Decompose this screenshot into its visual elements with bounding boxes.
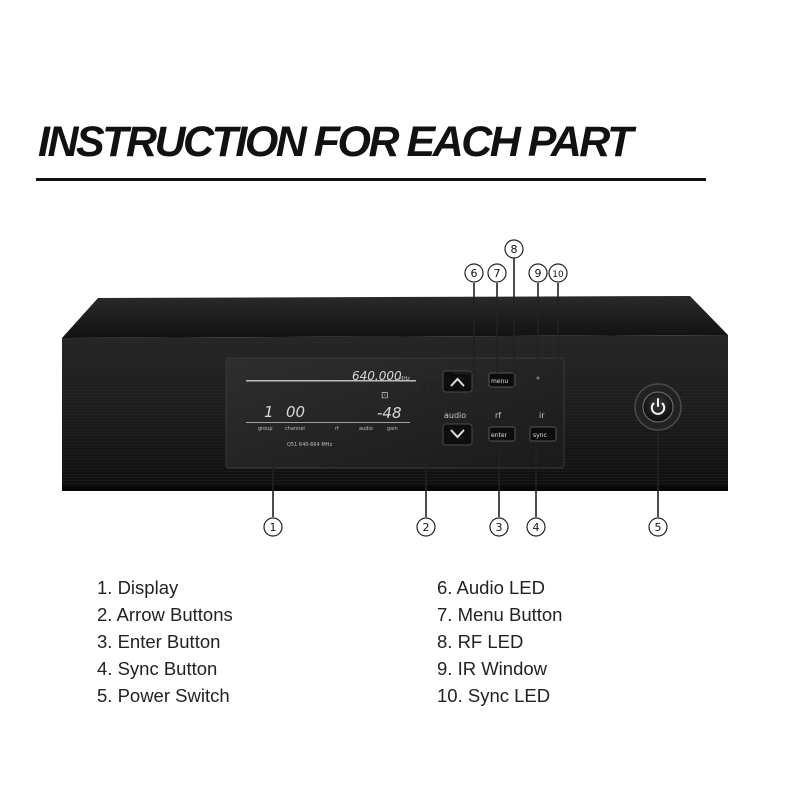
display-label-gain: gain [387, 426, 398, 432]
svg-text:3: 3 [496, 521, 503, 534]
down-arrow-button [442, 423, 473, 446]
sync-button-label: sync [533, 432, 547, 439]
enter-button-label: enter [491, 432, 508, 439]
svg-text:9: 9 [535, 267, 542, 280]
svg-text:10: 10 [552, 270, 564, 280]
callout-3: 3 [489, 517, 509, 537]
legend-item: 4. Sync Button [97, 658, 218, 679]
enter-button [488, 426, 516, 442]
audio-label: audio [444, 411, 466, 420]
callout-2: 2 [416, 517, 436, 537]
ir-label: ir [539, 411, 545, 420]
svg-text:8: 8 [511, 243, 518, 256]
display-frequency-unit: MHz [399, 376, 410, 382]
chevron-down-icon [450, 429, 465, 439]
callout-8: 8 [504, 239, 524, 259]
svg-text:4: 4 [533, 521, 540, 534]
callout-6: 6 [464, 263, 484, 283]
display-frequency: 640.000 [352, 369, 402, 383]
display-band: Q51 640-664 MHz [287, 442, 332, 448]
svg-text:6: 6 [471, 267, 478, 280]
sync-button [529, 426, 557, 442]
legend-item: 8. RF LED [437, 631, 524, 652]
callout-4: 4 [526, 517, 546, 537]
legend-item: 1. Display [97, 577, 179, 598]
chassis-top [62, 296, 728, 338]
svg-text:2: 2 [423, 521, 430, 534]
svg-text:7: 7 [494, 267, 501, 280]
up-arrow-button [442, 370, 473, 393]
lock-icon: ⊡ [381, 391, 389, 401]
rf-label: rf [495, 411, 501, 420]
callout-1: 1 [263, 517, 283, 537]
legend-item: 10. Sync LED [437, 685, 551, 706]
display-label-audio: audio [359, 426, 373, 432]
display-label-channel: channel [285, 426, 305, 432]
legend-item: 2. Arrow Buttons [97, 604, 233, 625]
display-window [225, 357, 565, 469]
chevron-up-icon [450, 377, 465, 387]
display-label-rf: rf [335, 426, 339, 432]
display-channel: 00 [286, 403, 305, 421]
menu-button-label: menu [491, 378, 508, 385]
legend-item: 7. Menu Button [437, 604, 563, 625]
power-icon [650, 402, 666, 415]
display-label-group: group [258, 426, 273, 432]
callout-10: 10 [548, 263, 568, 283]
legend-right: 6. Audio LED 7. Menu Button 8. RF LED 9.… [437, 574, 562, 709]
svg-text:5: 5 [655, 521, 662, 534]
legend-item: 9. IR Window [437, 658, 548, 679]
legend-item: 5. Power Switch [97, 685, 230, 706]
callout-5: 5 [648, 517, 668, 537]
menu-button [488, 372, 516, 388]
display-group: 1 [264, 403, 274, 421]
display-gain: -48 [377, 404, 402, 422]
legend-left: 1. Display 2. Arrow Buttons 3. Enter But… [97, 574, 233, 709]
callout-9: 9 [528, 263, 548, 283]
title-underline [36, 178, 706, 181]
legend-item: 6. Audio LED [437, 577, 545, 598]
svg-text:1: 1 [270, 521, 277, 534]
page-title: INSTRUCTION FOR EACH PART [38, 118, 633, 166]
callout-7: 7 [487, 263, 507, 283]
ir-window [536, 376, 540, 380]
legend-item: 3. Enter Button [97, 631, 221, 652]
